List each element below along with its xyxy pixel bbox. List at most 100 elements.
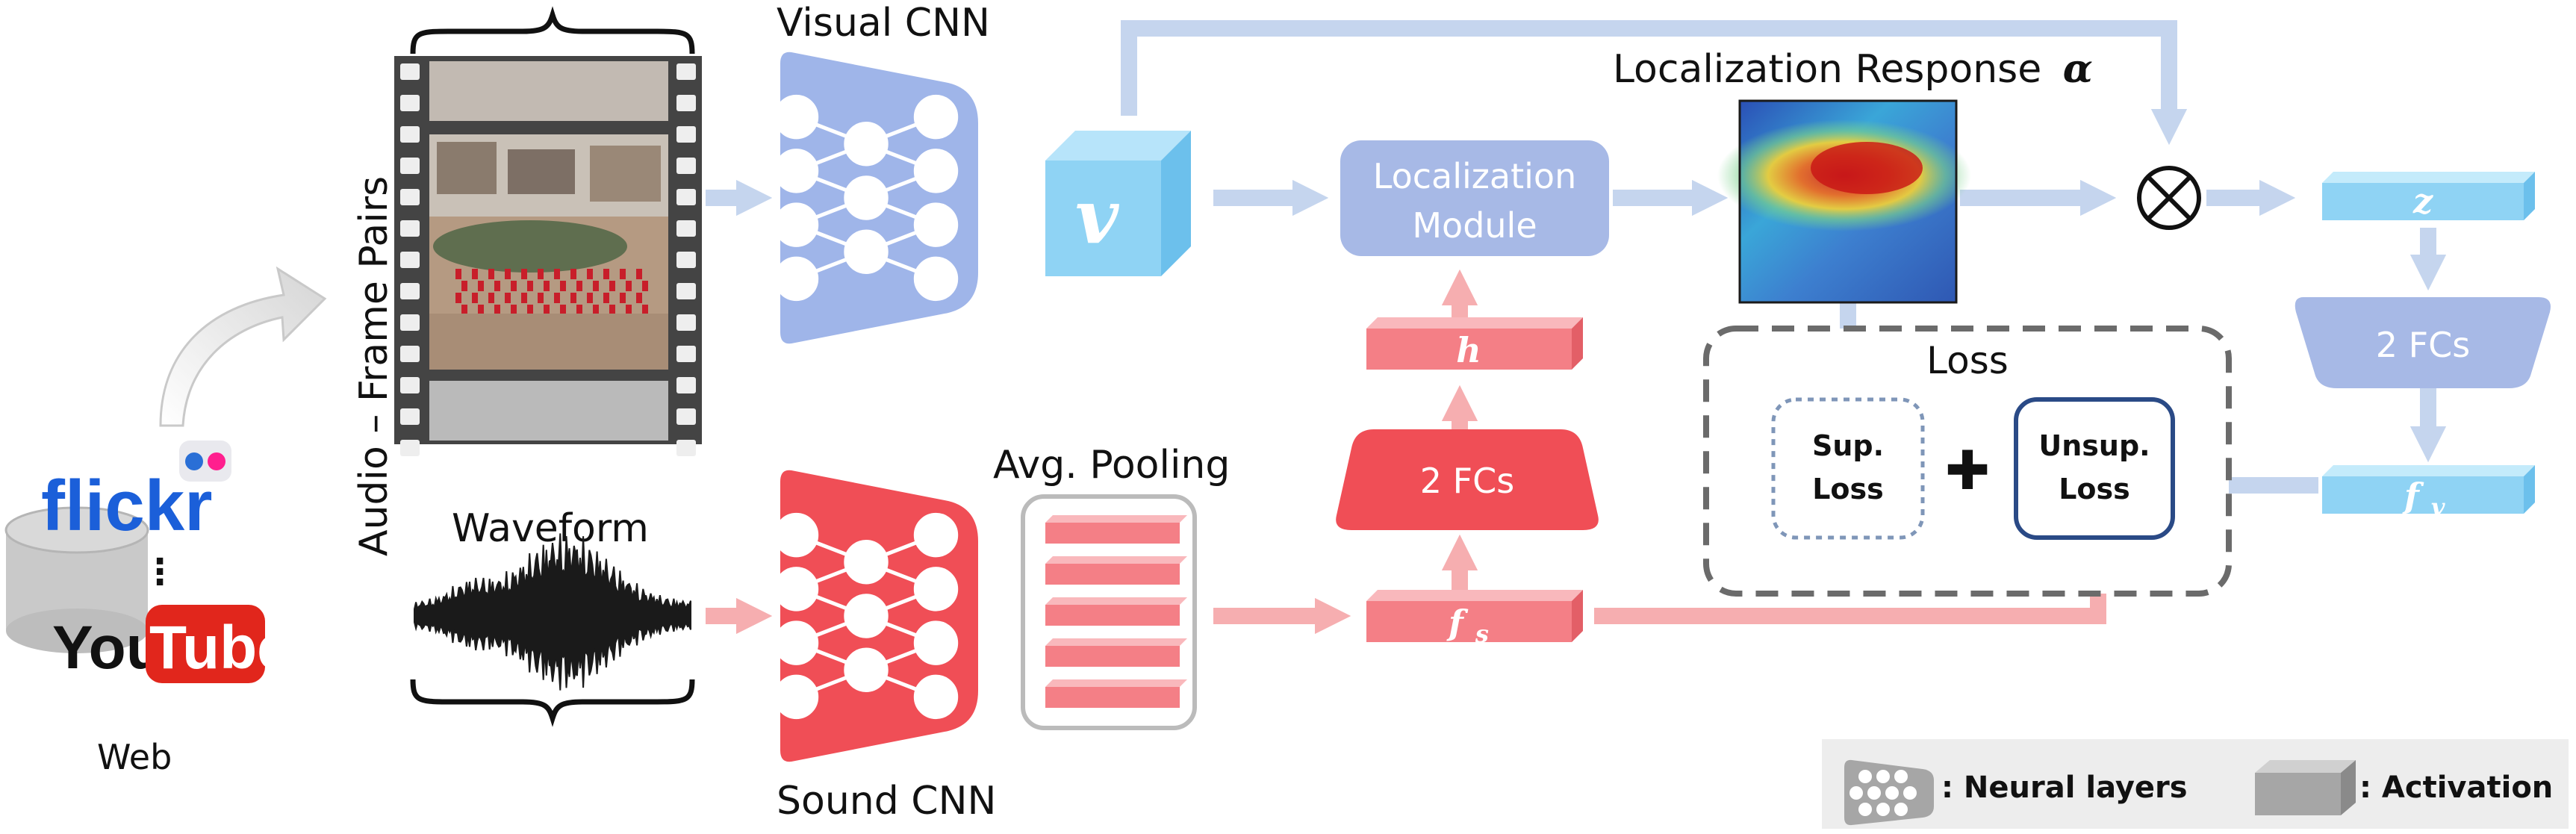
band-member [587,293,593,303]
band-member [538,269,544,279]
curved-arrow-icon [159,266,327,427]
film-sprocket [676,158,696,174]
waveform-shape [414,533,691,691]
localization-response-text: Localization Response [1613,47,2041,92]
net-node [774,94,819,140]
legend: : Neural layers : Activation [1822,739,2569,829]
film-sprocket [676,440,696,456]
band-member [511,281,517,291]
pool-bar [1045,605,1180,626]
heatmap-image [1717,99,1971,304]
net-node [913,202,959,247]
sup-loss-line2: Loss [1812,473,1884,505]
film-sprocket [400,440,420,456]
legend-net-node [1876,803,1890,816]
band-member [642,281,648,291]
multiply-operator [2137,166,2201,230]
band-member [636,293,642,303]
band-member [455,269,461,279]
pool-bar [1045,687,1180,708]
film-sprocket [676,189,696,205]
film-sprocket [400,408,420,425]
fv-symbol: f v [2402,476,2445,521]
film-sprocket [400,220,420,237]
film-sprocket [400,346,420,362]
band-member [609,305,615,315]
band-member [609,281,615,291]
h-symbol: h [1456,330,1481,370]
film-sprocket [400,158,420,174]
band-member [603,293,609,303]
legend-net-node [1894,803,1908,816]
localization-response: Localization Response α [1613,46,2093,304]
sound-fc-label: 2 FCs [1420,461,1514,501]
film-sprocket [676,252,696,268]
fv-activation-bar: f v [2322,465,2535,521]
pool-bar [1045,564,1180,585]
web-sources: flickr ⋮ You Tube Web [4,441,291,777]
net-node [844,175,889,220]
legend-net-node [1903,786,1917,800]
band-member [505,293,511,303]
loss-title: Loss [1926,339,2009,382]
unsup-loss-line1: Unsup. [2038,429,2150,462]
alpha-symbol: α [2063,46,2093,92]
z-activation-bar: z [2322,172,2535,221]
sound-cnn-label: Sound CNN [777,779,996,824]
localization-response-label: Localization Response α [1613,46,2093,92]
pool-bar-top [1045,597,1187,605]
band-member [620,269,626,279]
band-member [494,305,500,315]
database-icon [4,506,149,653]
net-node [774,256,819,302]
unsup-loss-box: Unsup. Loss [2014,397,2175,540]
net-node [844,122,889,167]
z-symbol: z [2412,181,2433,221]
neural-layers-legend-label: : Neural layers [1941,771,2188,805]
localization-module: Localization Module [1340,140,1609,256]
frame-main [429,134,668,370]
band-member [511,305,517,315]
band-member [560,281,566,291]
band-member [642,305,648,315]
band-member [455,293,461,303]
web-label: Web [97,737,172,777]
band-member [461,281,467,291]
band-member [576,281,582,291]
band-member [472,293,478,303]
waveform-label: Waveform [452,506,649,551]
film-sprocket [400,126,420,143]
pool-bar [1045,523,1180,544]
net-node [913,674,959,720]
net-node [844,229,889,274]
legend-net-node [1876,770,1890,783]
brace-bottom [410,679,695,727]
sound-fc-block: 2 FCs [1336,429,1599,530]
net-node [913,149,959,193]
net-node [844,647,889,692]
band-member [603,269,609,279]
film-strip [394,56,702,456]
net-node [844,594,889,638]
film-sprocket [676,346,696,362]
film-sprocket [676,63,696,80]
neural-layers-legend-icon [1844,759,1934,826]
band-member [570,269,576,279]
visual-fc-block: 2 FCs [2295,297,2551,388]
legend-net-node [1885,786,1899,800]
legend-net-node [1894,770,1908,783]
band-member [521,269,527,279]
pool-bar-top [1045,515,1187,523]
film-sprocket [400,377,420,393]
v-feature-cube: v [1045,131,1191,276]
net-node [913,94,959,140]
band-member [593,281,599,291]
net-node [913,567,959,612]
visual-fc-label: 2 FCs [2376,325,2470,365]
band-member [461,305,467,315]
band-member [593,305,599,315]
net-node [913,512,959,558]
visual-cnn-label: Visual CNN [777,1,990,46]
youtube-logo-tube: Tube [149,614,291,682]
band-member [554,269,560,279]
